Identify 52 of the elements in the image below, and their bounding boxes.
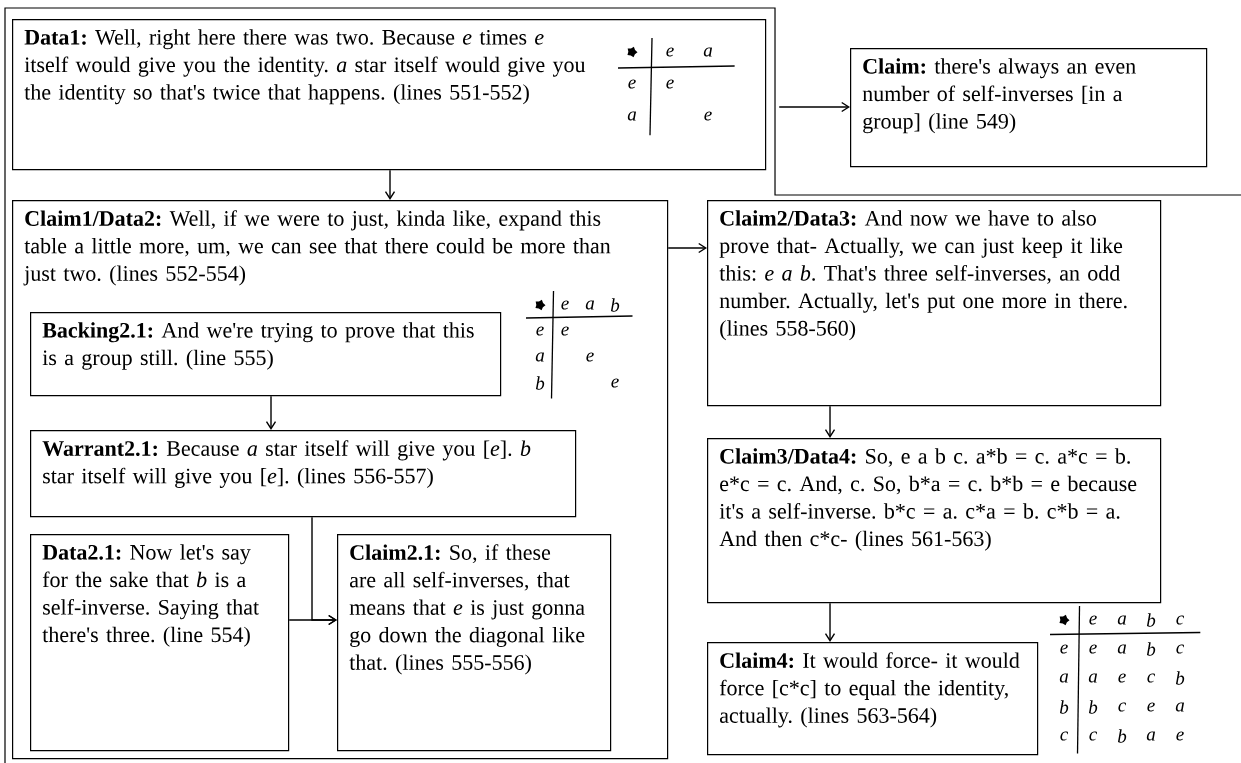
- handwritten-letter: e: [536, 326, 544, 336]
- handwritten-letter: a: [1059, 673, 1069, 683]
- handwritten-letter: e: [1060, 644, 1068, 654]
- text-box: Claim4: It would force- it would force [c*c] to equal the identity, actually. (lines 563-564): [707, 642, 1039, 756]
- handwritten-letter: a: [585, 300, 595, 310]
- handwritten-letter: a: [1117, 644, 1127, 654]
- arrow: [288, 614, 337, 626]
- handwritten-letter: b: [1117, 729, 1127, 743]
- handwritten-letter: c: [1089, 731, 1097, 741]
- handwritten-letter: e: [628, 79, 636, 89]
- handwritten-letter: a: [1088, 673, 1098, 683]
- handwritten-letter: b: [1146, 642, 1156, 656]
- handwritten-letter: e: [704, 111, 712, 121]
- handwritten-letter: a: [703, 47, 713, 57]
- handwritten-letter: b: [1175, 671, 1185, 685]
- text-box: Data2.1: Now let's say for the sake that b is a self-inverse. Saying that there's three. (line 554): [30, 534, 290, 752]
- arrow: [824, 405, 836, 438]
- handwritten-letter: e: [561, 326, 569, 336]
- handwritten-letter: c: [1176, 615, 1184, 625]
- handwritten-letter: c: [1176, 644, 1184, 654]
- handwritten-letter: c: [1060, 731, 1068, 741]
- arrow: [265, 395, 277, 430]
- text-box: Claim2/Data3: And now we have to also prove that- Actually, we can just keep it like this: e a b. That's three self-inverses, an odd number. Actually, let's put one more in there. (lines 558-560): [707, 200, 1162, 407]
- handwritten-letter: e: [1147, 702, 1155, 712]
- handwritten-letter: a: [1175, 702, 1185, 712]
- handwritten-letter: a: [535, 352, 545, 362]
- handwritten-letter: e: [1089, 644, 1097, 654]
- text-box: Claim: there's always an even number of self-inverses [in a group] (line 549): [850, 48, 1208, 168]
- handwritten-letter: c: [1147, 673, 1155, 683]
- handwritten-letter: b: [1059, 700, 1069, 714]
- handwritten-letter: e: [1089, 615, 1097, 625]
- text-box: Claim2.1: So, if these are all self-inverses, that means that e is just gonna go down the diagonal like that. (lines 555-556): [337, 534, 612, 752]
- arrow: [667, 242, 707, 254]
- text-box: Warrant2.1: Because a star itself will give you [e]. b star itself will give you [e]. (lines 556-557): [30, 430, 577, 518]
- handwritten-letter: b: [1088, 700, 1098, 714]
- handwritten-letter: e: [561, 300, 569, 310]
- text-box: Claim3/Data4: So, e a b c. a*b = c. a*c = b. e*c = c. And, c. So, b*a = c. b*b = e because it's a self-inverse. b*c = a. c*a = b. c*b = a. And then c*c- (lines 561-563): [707, 438, 1162, 604]
- handwritten-letter: b: [535, 376, 545, 390]
- handwritten-letter: c: [1118, 702, 1126, 712]
- handwritten-letter: e: [666, 47, 674, 57]
- arrow: [778, 101, 850, 113]
- handwritten-letter: a: [1146, 731, 1156, 741]
- handwritten-letter: e: [1176, 731, 1184, 741]
- handwritten-letter: b: [610, 298, 620, 312]
- handwritten-letter: e: [666, 79, 674, 89]
- handwritten-letter: a: [627, 111, 637, 121]
- handwritten-letter: e: [1118, 673, 1126, 683]
- handwritten-letter: e: [611, 378, 619, 388]
- handwritten-letter: e: [586, 352, 594, 362]
- arrow: [824, 602, 836, 642]
- arrow: [384, 169, 396, 200]
- text-box: Backing2.1: And we're trying to prove that this is a group still. (line 555): [30, 312, 502, 397]
